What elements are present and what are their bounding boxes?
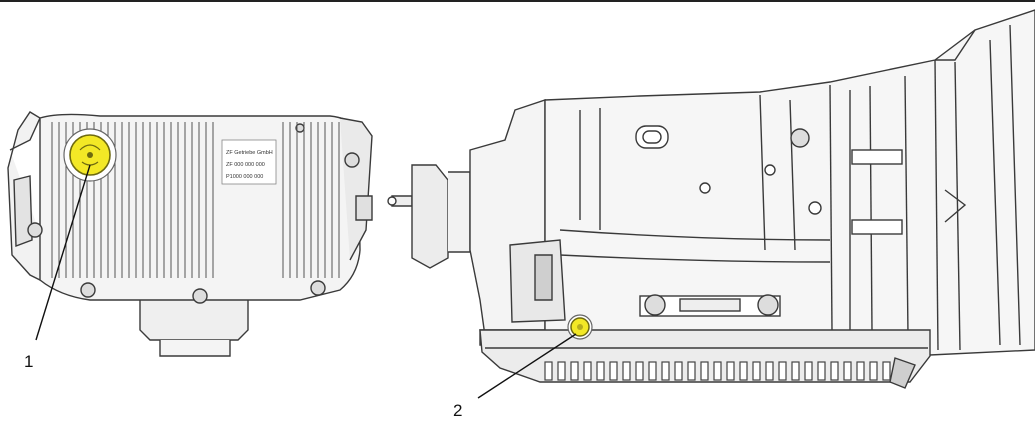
side-pan-fin <box>557 361 566 381</box>
side-pan-fin <box>752 361 761 381</box>
side-pan-fin <box>622 361 631 381</box>
callout-1: 1 <box>24 352 34 371</box>
pan-label-line2: ZF 000 000 000 <box>226 162 265 168</box>
side-pan-fin <box>830 361 839 381</box>
leader-line-2 <box>477 333 577 399</box>
side-pan-fin <box>635 361 644 381</box>
side-pan-fin <box>544 361 553 381</box>
side-pan-fin <box>726 361 735 381</box>
callout-2: 2 <box>453 401 463 420</box>
side-pan-fin <box>713 361 722 381</box>
side-pan-fins <box>544 361 891 381</box>
side-pan-fin <box>778 361 787 381</box>
side-pan-fin <box>596 361 605 381</box>
oil-drain-plug <box>567 314 593 340</box>
pan-label-line1: ZF Getriebe GmbH <box>226 150 273 156</box>
side-pan-fin <box>856 361 865 381</box>
oil-pan-view <box>7 111 373 357</box>
side-pan-fin <box>570 361 579 381</box>
pan-label-line3: P1000 000 000 <box>226 174 263 180</box>
side-pan-fin <box>869 361 878 381</box>
side-pan-fin <box>739 361 748 381</box>
side-pan-fin <box>661 361 670 381</box>
side-pan-fin <box>687 361 696 381</box>
side-pan-fin <box>791 361 800 381</box>
side-pan-fin <box>609 361 618 381</box>
pan-label-plate: ZF Getriebe GmbH ZF 000 000 000 P1000 00… <box>221 139 277 185</box>
side-pan-fin <box>843 361 852 381</box>
side-pan-fin <box>583 361 592 381</box>
side-pan-fin <box>804 361 813 381</box>
transmission-side-view <box>387 9 1035 389</box>
side-pan-fin <box>700 361 709 381</box>
side-pan-fin <box>817 361 826 381</box>
side-pan-fin <box>882 361 891 381</box>
side-pan-fin <box>648 361 657 381</box>
side-pan-fin <box>674 361 683 381</box>
side-pan-fin <box>765 361 774 381</box>
leader-line-1 <box>35 164 91 341</box>
oil-filler-plug <box>63 128 117 182</box>
